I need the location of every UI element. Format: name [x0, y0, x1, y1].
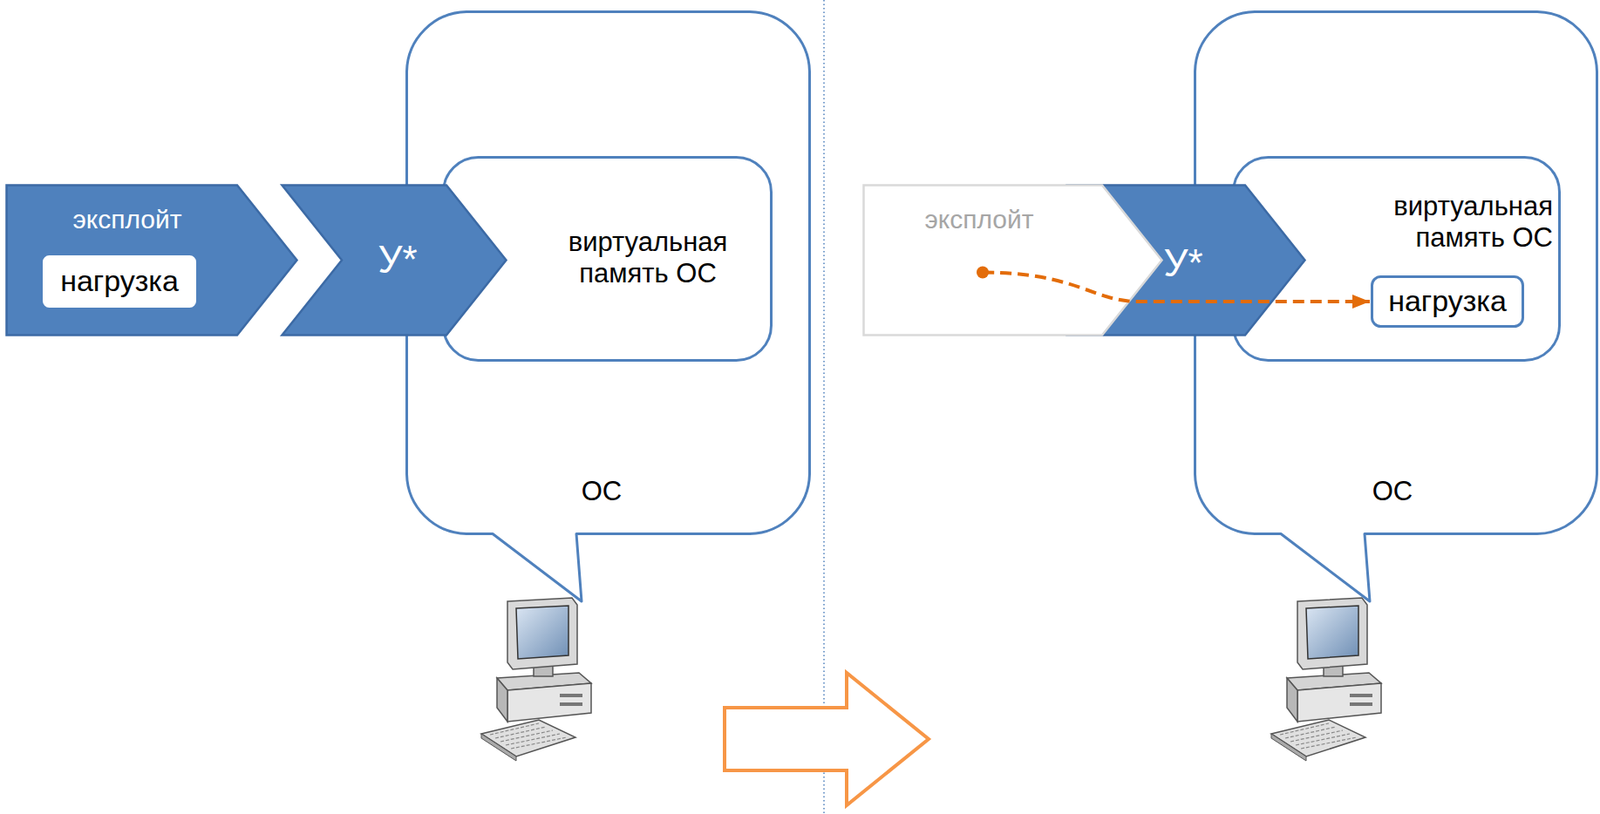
exploit-chevron-faded: эксплойт — [862, 183, 1164, 337]
os-label: ОС — [1372, 476, 1414, 508]
memory-label: виртуальная память ОС — [538, 226, 757, 289]
exploit-label: эксплойт — [72, 204, 182, 236]
divider-line — [823, 0, 825, 814]
vuln-label: У* — [377, 238, 417, 283]
vuln-label: У* — [1163, 241, 1203, 286]
computer-icon — [481, 598, 592, 762]
payload-box: нагрузка — [1370, 275, 1525, 328]
vuln-chevron: У* — [280, 183, 508, 337]
transition-arrow — [724, 673, 929, 806]
payload-label: нагрузка — [1388, 284, 1507, 319]
exploit-chevron: эксплойт нагрузка — [5, 183, 299, 337]
os-label: ОС — [581, 476, 623, 508]
payload-label: нагрузка — [60, 264, 179, 299]
computer-icon — [1271, 598, 1382, 762]
payload-box: нагрузка — [42, 255, 197, 308]
exploit-label: эксплойт — [924, 204, 1034, 236]
memory-label: виртуальная память ОС — [1334, 190, 1553, 253]
